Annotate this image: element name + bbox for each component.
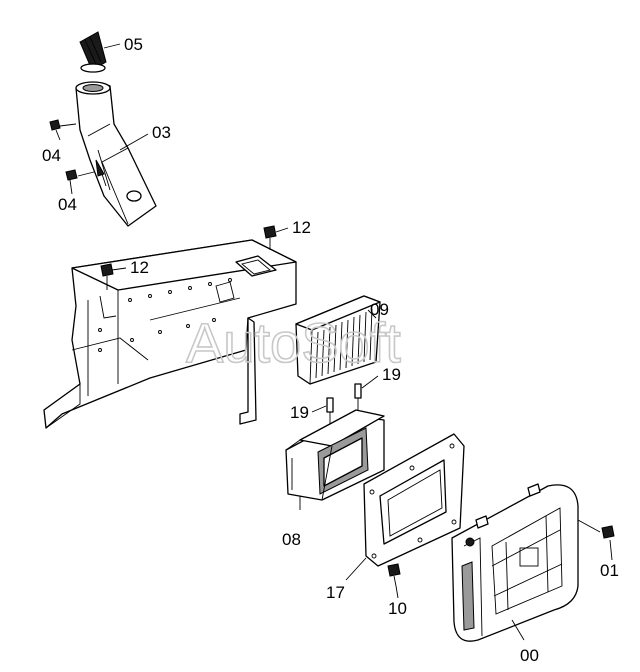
part-01-screw [577, 519, 615, 539]
callout-00: 00 [520, 646, 539, 665]
part-00-cover [451, 483, 579, 642]
callout-03: 03 [152, 123, 171, 142]
watermark-text: AutoSoft [186, 311, 401, 374]
callout-08: 08 [282, 530, 301, 549]
part-12-bolt-lower [100, 263, 114, 290]
part-10-screw [387, 563, 401, 587]
callout-10: 10 [388, 599, 407, 618]
callout-01: 01 [600, 561, 619, 580]
callout-05: 05 [124, 35, 143, 54]
part-17-gasket [363, 433, 465, 567]
part-12-bolt-upper [263, 225, 277, 250]
part-04-screw-lower [65, 169, 95, 181]
part-05-cap [79, 31, 107, 73]
part-08-filter-case [285, 409, 385, 501]
part-04-screw-upper [49, 119, 77, 131]
callout-19-right: 19 [382, 365, 401, 384]
part-09-filter-element [295, 295, 381, 385]
callout-12-lower: 12 [130, 258, 149, 277]
leader-lines [55, 43, 613, 641]
callout-17: 17 [326, 583, 345, 602]
callout-12-upper: 12 [292, 218, 311, 237]
callout-19-left: 19 [290, 403, 309, 422]
callout-04-lower: 04 [58, 195, 77, 214]
callout-09: 09 [370, 300, 389, 319]
callout-04-upper: 04 [42, 146, 61, 165]
part-03-duct [75, 81, 157, 227]
